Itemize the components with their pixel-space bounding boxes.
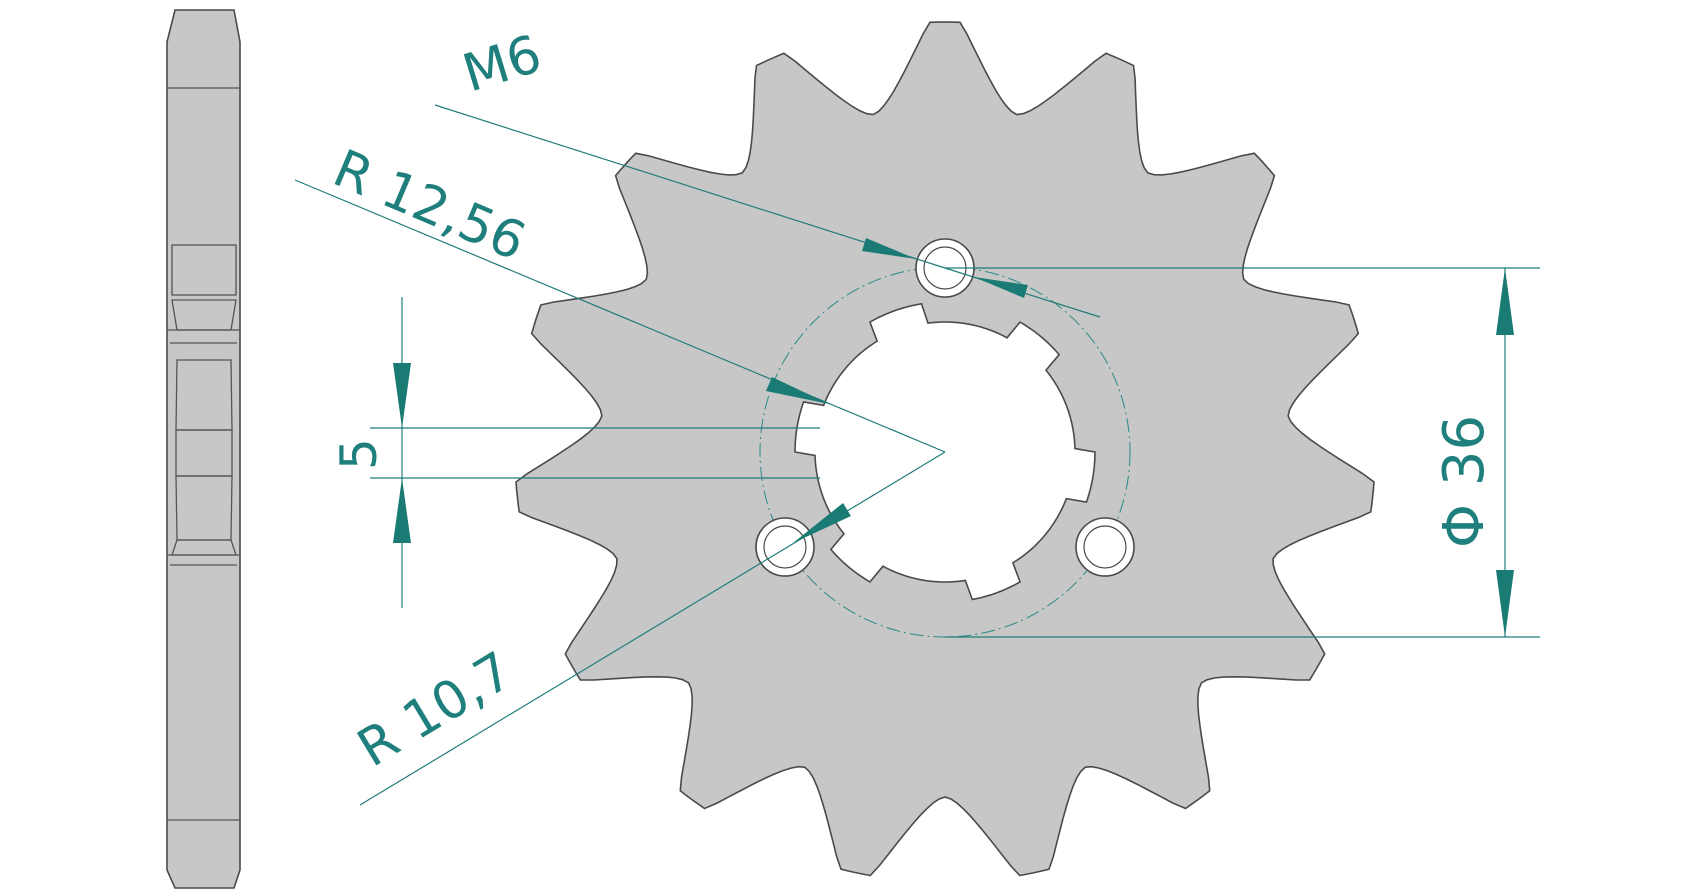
bolt-hole-left [755, 517, 815, 577]
key-width-arrow-bottom [393, 478, 411, 543]
key-width-label: 5 [330, 438, 388, 470]
dimension-key-width: 5 [330, 297, 820, 608]
thread-arrow-out [974, 277, 1028, 298]
thread-label: M6 [456, 24, 548, 104]
bolt-circle-arrow-top [1496, 268, 1514, 335]
sprocket-side-view [166, 9, 241, 889]
side-view-slot-top [171, 244, 237, 296]
side-view-body [166, 9, 241, 889]
dimension-bolt-circle: Φ 36 [945, 267, 1540, 638]
sprocket-front-view [515, 21, 1375, 877]
inner-radius-arrow [793, 503, 851, 543]
outer-radius-arrow [766, 377, 829, 404]
bolt-circle-label: Φ 36 [1432, 415, 1497, 548]
bolt-circle-arrow-bottom [1496, 570, 1514, 637]
thread-arrow-in [862, 238, 916, 259]
inner-radius-label: R 10,7 [348, 641, 523, 779]
bolt-hole-right [1075, 517, 1135, 577]
outer-radius-label: R 12,56 [325, 139, 534, 273]
key-width-arrow-top [393, 363, 411, 428]
